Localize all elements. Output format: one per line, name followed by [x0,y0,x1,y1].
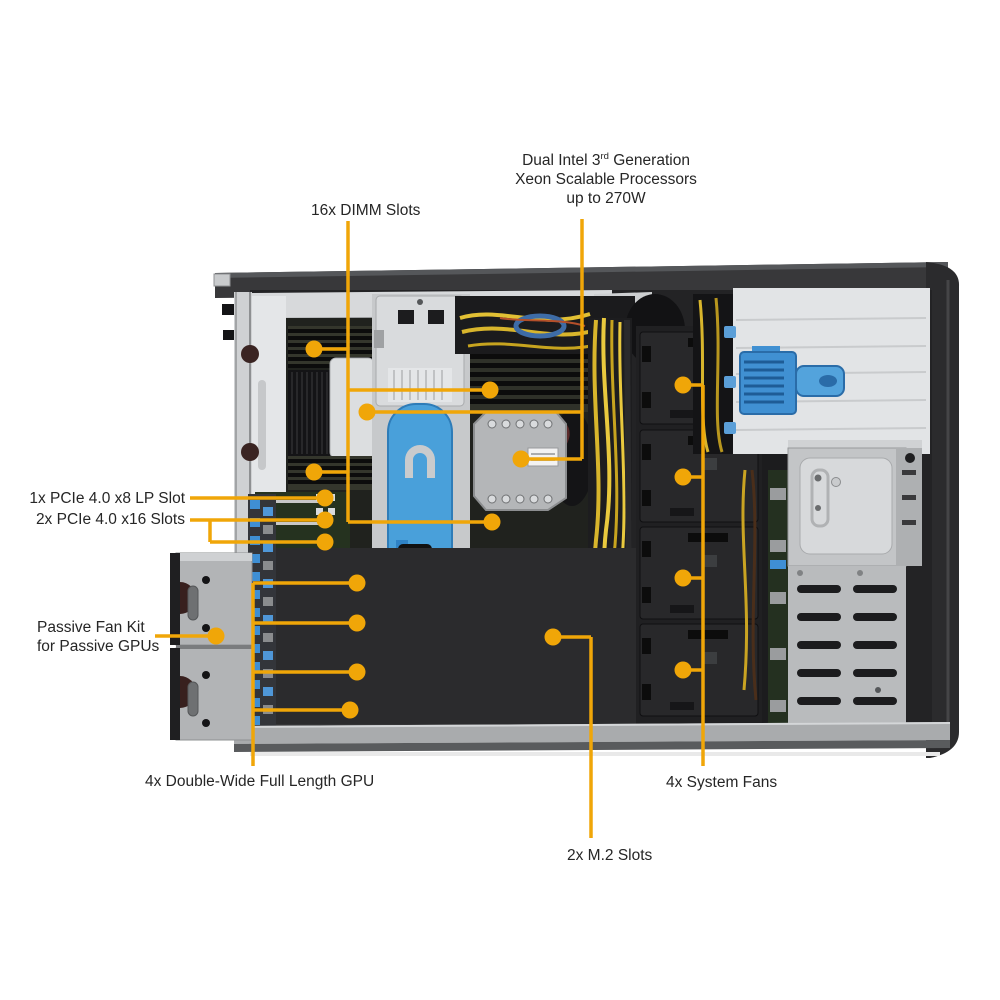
dimm-bank-right [470,350,590,412]
fan-module-3 [639,526,759,620]
pcie-x8-callout-label: 1x PCIe 4.0 x8 LP Slot [29,490,185,507]
cpu-callout-line [367,219,584,461]
vent-panel [788,566,906,726]
m2-callout-label: 2x M.2 Slots [567,847,653,864]
pcie-x16-callout-line [190,518,325,544]
gpu-bay [274,548,636,732]
dimm-callout-line [314,221,492,524]
gpu-callout-line [251,581,357,766]
gpu-callout-label: 4x Double-Wide Full Length GPU [145,773,375,790]
chassis-right-wall [926,262,960,758]
cpu-callout-label: Dual Intel 3rd Generation Xeon Scalable … [515,150,697,207]
system-fans-callout-label: 4x System Fans [666,774,778,791]
vga-connector [739,346,845,415]
pcie-x16-callout-label: 2x PCIe 4.0 x16 Slots [35,511,185,528]
dimm-callout-label: 16x DIMM Slots [311,202,421,219]
power-distribution-board [741,454,792,732]
passive-fan-callout-label: Passive Fan Kit for Passive GPUs [37,619,160,655]
drive-cage [787,440,922,567]
cpu1-heatsink-fins [288,370,332,456]
passive-fan-kit-module-2 [170,645,253,741]
callout-dots [207,340,692,719]
system-fans-callout-line [683,383,705,766]
